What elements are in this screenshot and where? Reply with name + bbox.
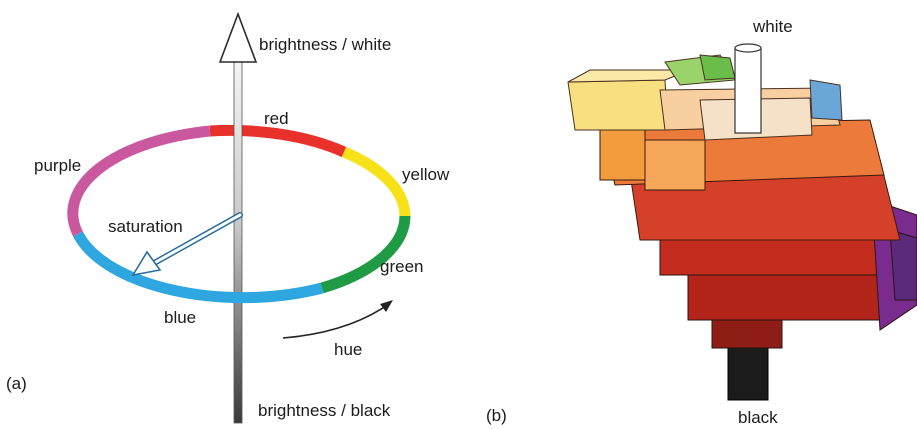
ring-segment-yellow (341, 146, 411, 217)
ring-segment-green (320, 215, 411, 294)
panel-b-caption: (b) (486, 406, 507, 425)
saturation-arrow-head (131, 250, 162, 277)
tier-light (567, 54, 843, 141)
hue-arrow (282, 300, 393, 339)
hue-label-green: green (380, 257, 423, 276)
hue-label: hue (334, 340, 362, 359)
hue-ring-back (67, 124, 411, 237)
panel-a-caption: (a) (6, 374, 27, 393)
saturation-label: saturation (108, 217, 183, 236)
hue-arrow-head (380, 300, 393, 312)
panel-b-color-solid: white black (b) (486, 17, 917, 427)
axis-top-label: brightness / white (259, 35, 391, 54)
hue-label-blue: blue (164, 308, 196, 327)
brightness-axis (218, 11, 258, 424)
white-label: white (752, 17, 793, 36)
axis-arrow-head (218, 11, 258, 63)
hue-label-purple: purple (34, 156, 81, 175)
axis-shaft (233, 59, 243, 424)
saturation-arrow (131, 212, 243, 277)
hue-ring-front (73, 215, 411, 304)
tier-orange (599, 119, 901, 241)
panel-a-hsv-diagram: brightness / white brightness / black re… (6, 11, 450, 424)
white-core (734, 43, 762, 134)
ring-segment-blue (73, 231, 324, 304)
axis-bottom-label: brightness / black (258, 401, 391, 420)
ring-segment-purple-back (67, 125, 211, 237)
hue-label-red: red (264, 109, 289, 128)
hue-label-yellow: yellow (402, 165, 450, 184)
black-label: black (738, 408, 778, 427)
ring-segment-red (209, 124, 347, 158)
